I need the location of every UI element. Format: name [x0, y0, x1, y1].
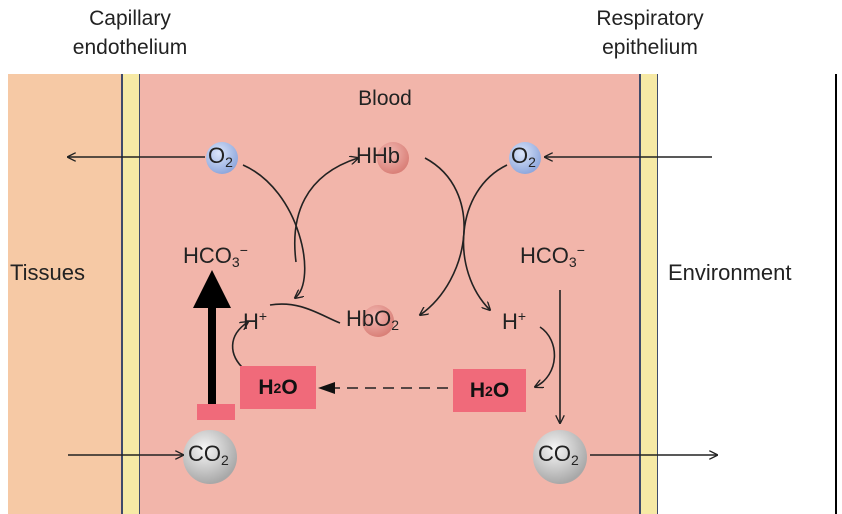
- o2-left-label: O2: [208, 143, 233, 170]
- hco3-left-sup: −: [239, 242, 248, 258]
- h2o-left-tail: O: [281, 375, 298, 399]
- hbo2-circle: [362, 305, 394, 337]
- co2-right-label: CO2: [538, 441, 579, 468]
- hco3-left-label: HCO3−: [183, 242, 248, 270]
- hhb-circle: [377, 142, 409, 174]
- o2-left-circle: [206, 142, 238, 174]
- co2-left-label: CO2: [188, 441, 229, 468]
- o2-right-base: O: [511, 143, 529, 168]
- h2o-right-tail: O: [492, 378, 510, 402]
- respiratory-epithelium-label: Respiratory epithelium: [570, 4, 730, 62]
- respiratory-label-line1: Respiratory: [596, 7, 704, 30]
- h2o-left-sub: 2: [273, 379, 282, 396]
- co2-marker-bar: [197, 404, 235, 420]
- h2o-left-base: H: [258, 375, 274, 399]
- o2-right-sub: 2: [528, 154, 536, 170]
- hbo2-sub: 2: [391, 317, 400, 333]
- capillary-membrane: [122, 74, 140, 514]
- hco3-right-base: HCO: [520, 243, 569, 268]
- o2-right-label: O2: [511, 143, 536, 170]
- hco3-right-sub: 3: [568, 254, 577, 270]
- tissue-region: [8, 74, 122, 514]
- co2-left-circle: [183, 430, 237, 484]
- hco3-left-base: HCO: [183, 243, 232, 268]
- h-ion-left-label: H+: [243, 308, 267, 335]
- o2-right-circle: [509, 142, 541, 174]
- hbo2-label: HbO2: [346, 306, 399, 333]
- o2-left-sub: 2: [225, 154, 233, 170]
- blood-label: Blood: [358, 87, 412, 110]
- o2-to-hhb-right-curve: [462, 164, 508, 310]
- h-to-h2o-right-curve: [535, 326, 556, 387]
- h2o-right-sub: 2: [485, 382, 493, 399]
- co2-right-circle: [533, 430, 587, 484]
- capillary-endothelium-label: Capillary endothelium: [50, 4, 210, 62]
- environment-region: [658, 74, 836, 514]
- co2-to-hco3-bold-arrowhead: [193, 270, 231, 308]
- h-left-base: H: [243, 309, 259, 334]
- co2-left-base: CO: [188, 441, 221, 466]
- co2-right-sub: 2: [571, 452, 579, 468]
- hco3-left-sub: 3: [231, 254, 240, 270]
- co2-right-base: CO: [538, 441, 571, 466]
- h-right-sup: +: [517, 308, 527, 324]
- hhb-label: HHb: [356, 143, 401, 168]
- capillary-label-line2: endothelium: [72, 36, 188, 59]
- h-right-base: H: [502, 309, 518, 334]
- tissues-label: Tissues: [10, 260, 85, 285]
- hco3-right-label: HCO3−: [520, 242, 585, 270]
- co2-left-sub: 2: [221, 452, 229, 468]
- capillary-label-line1: Capillary: [89, 7, 171, 30]
- respiratory-label-line2: epithelium: [602, 36, 698, 59]
- h2o-right-base: H: [469, 378, 486, 402]
- h2o-dashed-arrowhead: [318, 382, 335, 394]
- left-release-curve: [269, 303, 341, 324]
- respiratory-membrane: [640, 74, 658, 514]
- environment-label: Environment: [668, 260, 792, 285]
- hco3-right-sup: −: [576, 242, 585, 258]
- o2-left-base: O: [208, 143, 226, 168]
- h-to-hhb-left-curve: [293, 158, 358, 263]
- h-left-sup: +: [258, 308, 268, 324]
- co2-to-h-left-curve: [231, 322, 248, 371]
- hbo2-base: HbO: [346, 306, 392, 331]
- h-ion-right-label: H+: [502, 308, 526, 335]
- hhb-to-hbo2-left-curve: [242, 164, 306, 298]
